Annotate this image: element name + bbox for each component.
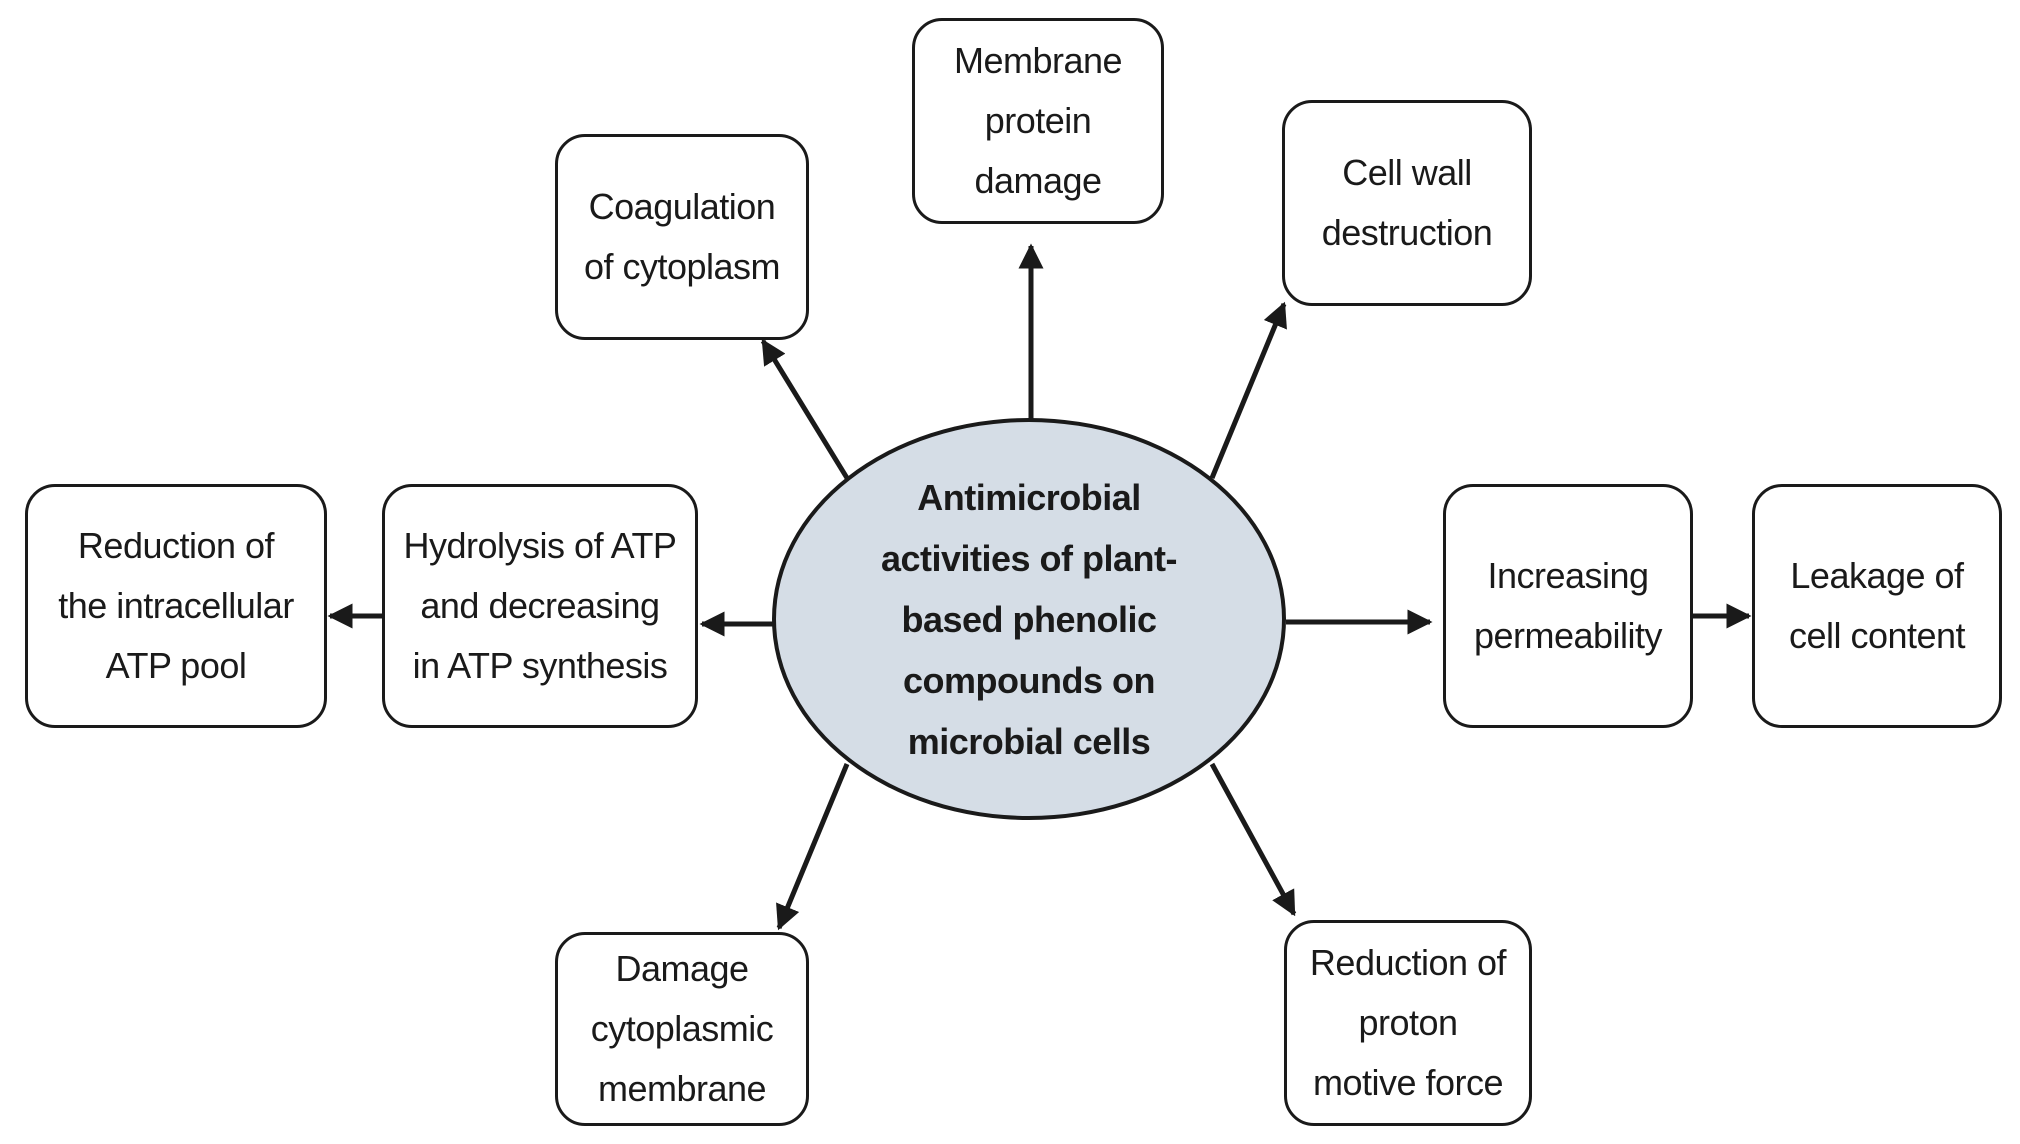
cell-wall-destruction-label: Cell wall destruction <box>1321 152 1493 253</box>
cell-wall-destruction-box: Cell wall destruction <box>1282 100 1532 306</box>
reduction-of-atp-pool-label: Reduction of the intracellular ATP pool <box>58 525 294 686</box>
hydrolysis-of-atp-box: Hydrolysis of ATP and decreasing in ATP … <box>382 484 698 728</box>
membrane-protein-damage-label: Membrane protein damage <box>953 40 1123 201</box>
reduction-of-proton-motive-force-label: Reduction of proton motive force <box>1309 942 1507 1103</box>
arrow-center-to-cell-wall-destruction <box>1209 301 1287 479</box>
arrow-center-to-coagulation-of-cytoplasm <box>760 338 850 480</box>
damage-cytoplasmic-membrane-box: Damage cytoplasmic membrane <box>555 932 809 1126</box>
leakage-of-cell-content-box: Leakage of cell content <box>1752 484 2002 728</box>
reduction-of-atp-pool-box: Reduction of the intracellular ATP pool <box>25 484 327 728</box>
increasing-permeability-box: Increasing permeability <box>1443 484 1693 728</box>
arrow-center-to-damage-cytoplasmic-membrane <box>776 763 850 931</box>
arrow-center-to-reduction-of-proton-motive-force <box>1209 762 1297 917</box>
damage-cytoplasmic-membrane-label: Damage cytoplasmic membrane <box>590 948 774 1109</box>
reduction-of-proton-motive-force-box: Reduction of proton motive force <box>1284 920 1532 1126</box>
coagulation-of-cytoplasm-box: Coagulation of cytoplasm <box>555 134 809 340</box>
hydrolysis-of-atp-label: Hydrolysis of ATP and decreasing in ATP … <box>403 525 677 686</box>
coagulation-of-cytoplasm-label: Coagulation of cytoplasm <box>583 186 781 287</box>
central-node-label: Antimicrobial activities of plant- based… <box>880 476 1178 762</box>
increasing-permeability-label: Increasing permeability <box>1473 555 1663 656</box>
central-node: Antimicrobial activities of plant- based… <box>772 418 1286 820</box>
leakage-of-cell-content-label: Leakage of cell content <box>1788 555 1966 656</box>
membrane-protein-damage-box: Membrane protein damage <box>912 18 1164 224</box>
